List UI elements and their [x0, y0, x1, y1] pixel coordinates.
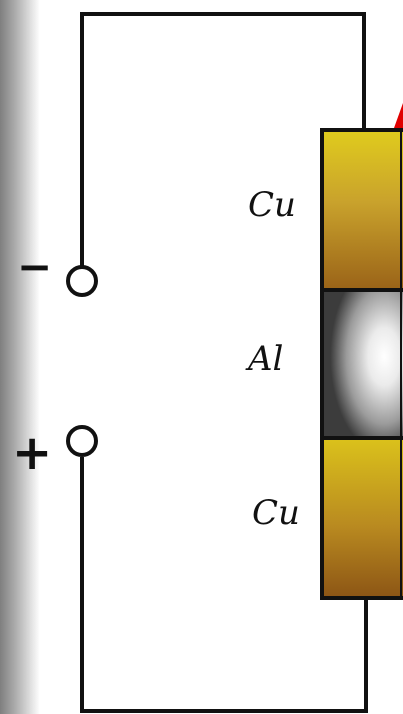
aluminum-label: Al — [245, 339, 283, 379]
red-accent-mark — [394, 103, 403, 128]
copper-top-label: Cu — [248, 185, 296, 225]
copper-bottom-block — [320, 436, 403, 600]
bottom-wire — [80, 457, 368, 713]
positive-sign: + — [12, 425, 52, 481]
negative-terminal — [66, 265, 98, 297]
aluminum-block — [320, 288, 403, 440]
positive-terminal — [66, 425, 98, 457]
top-wire — [80, 12, 366, 266]
left-shadow-strip — [0, 0, 40, 714]
copper-bottom-label: Cu — [252, 493, 300, 533]
copper-top-block — [320, 128, 403, 292]
negative-sign: − — [17, 242, 52, 291]
